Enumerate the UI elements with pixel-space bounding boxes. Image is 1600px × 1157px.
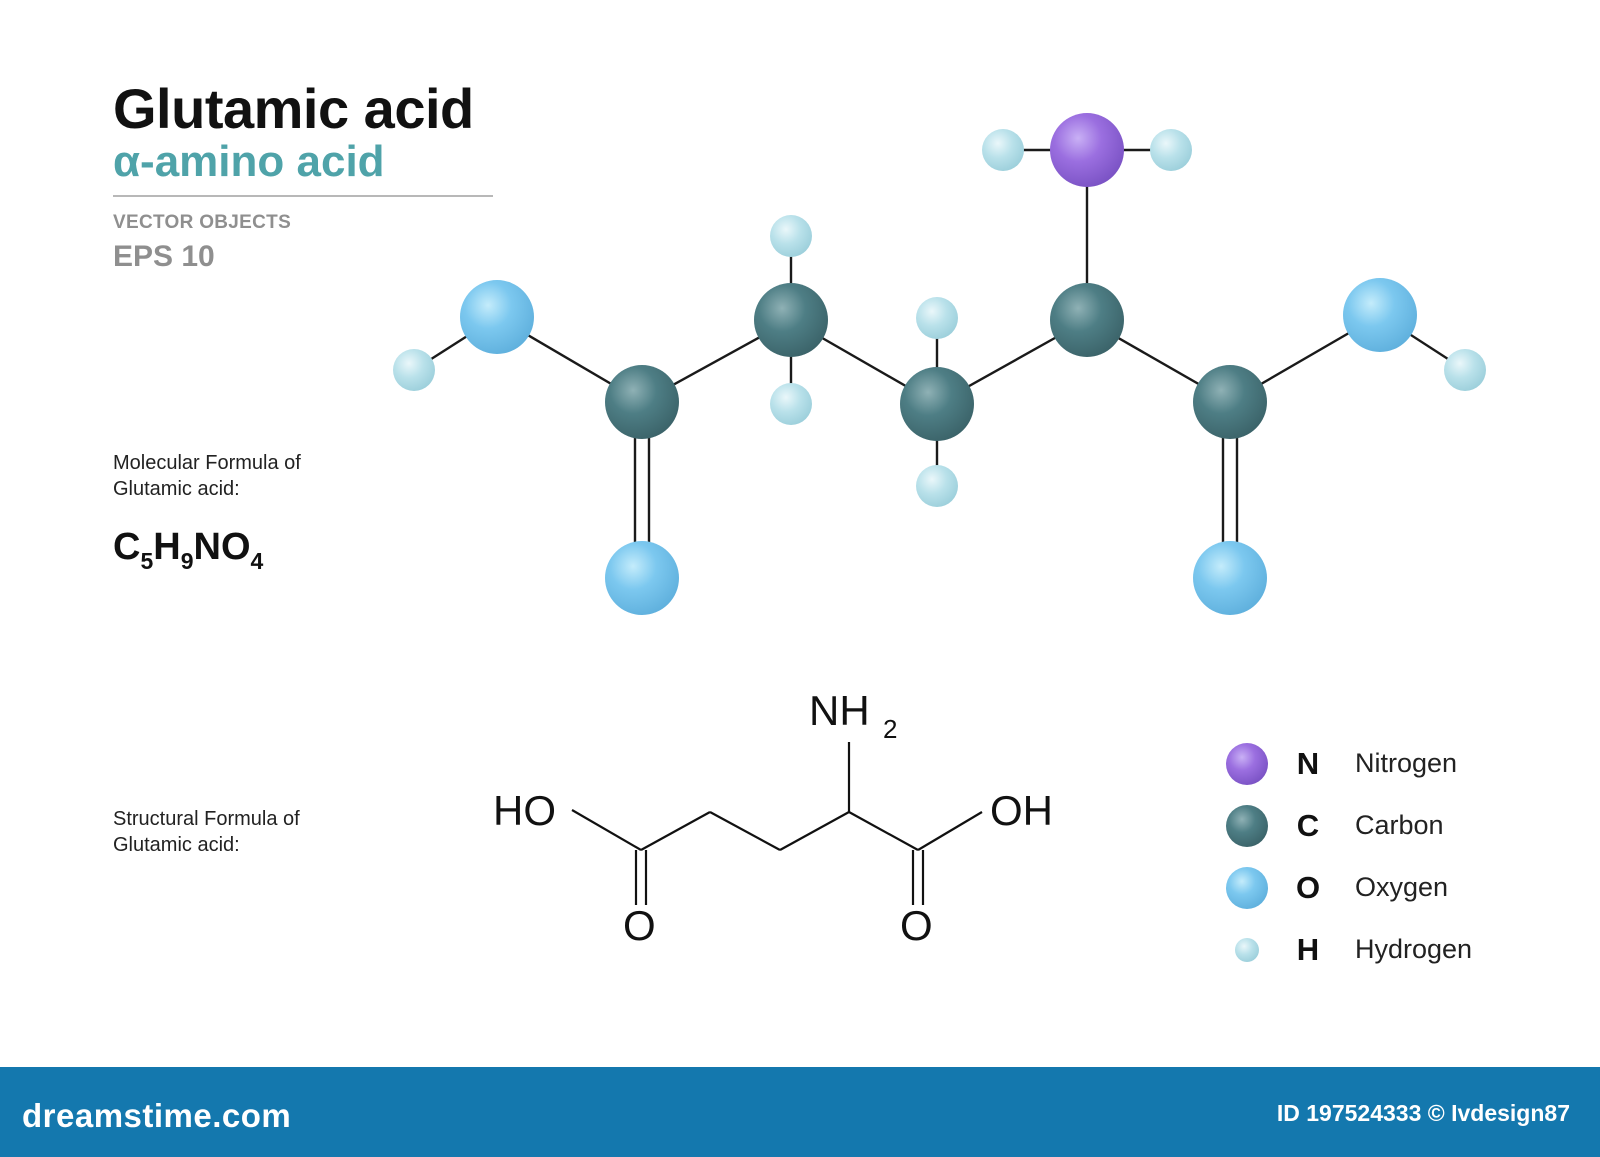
formula-c: C bbox=[113, 526, 141, 568]
nitrogen-atom bbox=[1050, 113, 1124, 187]
formula-h-count: 9 bbox=[180, 548, 194, 574]
carbon-swatch-icon bbox=[1226, 805, 1268, 847]
legend-name: Hydrogen bbox=[1355, 934, 1473, 964]
ho-label: HO bbox=[493, 787, 556, 834]
ball-and-stick-model: NH 2 HO OH O O bbox=[393, 113, 1486, 949]
formula-h: H bbox=[153, 526, 181, 568]
bonds bbox=[413, 148, 1466, 578]
structural-formula-caption: Structural Formula of Glutamic acid: bbox=[113, 808, 300, 856]
oh-label: OH bbox=[990, 787, 1053, 834]
legend-item-nitrogen: N Nitrogen bbox=[1225, 734, 1545, 794]
oxygen-atom bbox=[460, 280, 534, 354]
hydrogen-atom bbox=[916, 297, 958, 339]
hydrogen-atom bbox=[393, 349, 435, 391]
hydrogen-atom bbox=[770, 215, 812, 257]
carbonyl-o-right: O bbox=[900, 902, 933, 949]
molecular-formula-caption: Molecular Formula of Glutamic acid: bbox=[113, 452, 301, 500]
atoms bbox=[393, 113, 1486, 615]
legend-name: Nitrogen bbox=[1355, 748, 1458, 778]
eps-label: EPS 10 bbox=[113, 240, 215, 273]
footer-bar bbox=[0, 1067, 1600, 1157]
legend-symbol: N bbox=[1296, 746, 1320, 781]
formula-o: O bbox=[220, 526, 251, 568]
page-title: Glutamic acid bbox=[113, 77, 474, 140]
hydrogen-atom bbox=[982, 129, 1024, 171]
hydrogen-atom bbox=[1444, 349, 1486, 391]
structural-formula: NH 2 HO OH O O bbox=[493, 687, 1053, 949]
legend-item-oxygen: O Oxygen bbox=[1225, 858, 1545, 918]
carbon-atom bbox=[900, 367, 974, 441]
nh2-label: NH bbox=[809, 687, 870, 734]
legend-symbol: C bbox=[1296, 808, 1320, 843]
footer-brand: dreamstime.com bbox=[22, 1097, 292, 1134]
legend-item-hydrogen: H Hydrogen bbox=[1225, 920, 1545, 980]
legend-symbol: O bbox=[1295, 870, 1321, 905]
hydrogen-swatch-icon bbox=[1235, 938, 1259, 962]
footer-image-id: ID 197524333 © Ivdesign87 bbox=[1276, 1100, 1570, 1126]
page-subtitle: α-amino acid bbox=[113, 137, 385, 186]
carbon-atom bbox=[605, 365, 679, 439]
formula-n: N bbox=[193, 526, 221, 568]
legend-symbol: H bbox=[1296, 932, 1320, 967]
hydrogen-atom bbox=[916, 465, 958, 507]
formula-o-count: 4 bbox=[250, 548, 264, 574]
carbon-atom bbox=[754, 283, 828, 357]
carbonyl-o-left: O bbox=[623, 902, 656, 949]
hydrogen-atom bbox=[770, 383, 812, 425]
molecular-formula: C5H9NO4 bbox=[113, 526, 263, 575]
carbon-atom bbox=[1050, 283, 1124, 357]
formula-c-count: 5 bbox=[140, 548, 154, 574]
nh2-subscript: 2 bbox=[883, 714, 897, 744]
vector-objects-label: VECTOR OBJECTS bbox=[113, 212, 292, 233]
oxygen-atom bbox=[605, 541, 679, 615]
carbon-atom bbox=[1193, 365, 1267, 439]
hydrogen-atom bbox=[1150, 129, 1192, 171]
oxygen-atom bbox=[1343, 278, 1417, 352]
oxygen-atom bbox=[1193, 541, 1267, 615]
legend-name: Oxygen bbox=[1355, 872, 1449, 902]
nitrogen-swatch-icon bbox=[1226, 743, 1268, 785]
oxygen-swatch-icon bbox=[1226, 867, 1268, 909]
legend-name: Carbon bbox=[1355, 810, 1444, 840]
title-divider bbox=[113, 195, 493, 197]
legend-item-carbon: C Carbon bbox=[1225, 796, 1545, 856]
